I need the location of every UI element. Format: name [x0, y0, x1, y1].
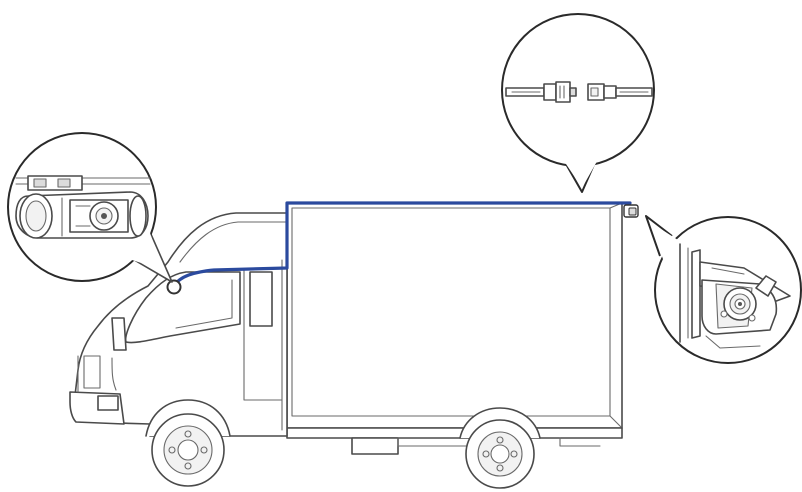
front-camera-mount-point	[168, 281, 181, 294]
rear-wheel	[460, 408, 540, 488]
front-wheel	[146, 400, 230, 486]
callout-front-camera	[8, 133, 172, 282]
callout-cable-connector	[502, 14, 654, 192]
cargo-box	[287, 203, 622, 438]
rear-camera-unit	[624, 205, 638, 217]
callout-rear-camera	[646, 216, 801, 363]
